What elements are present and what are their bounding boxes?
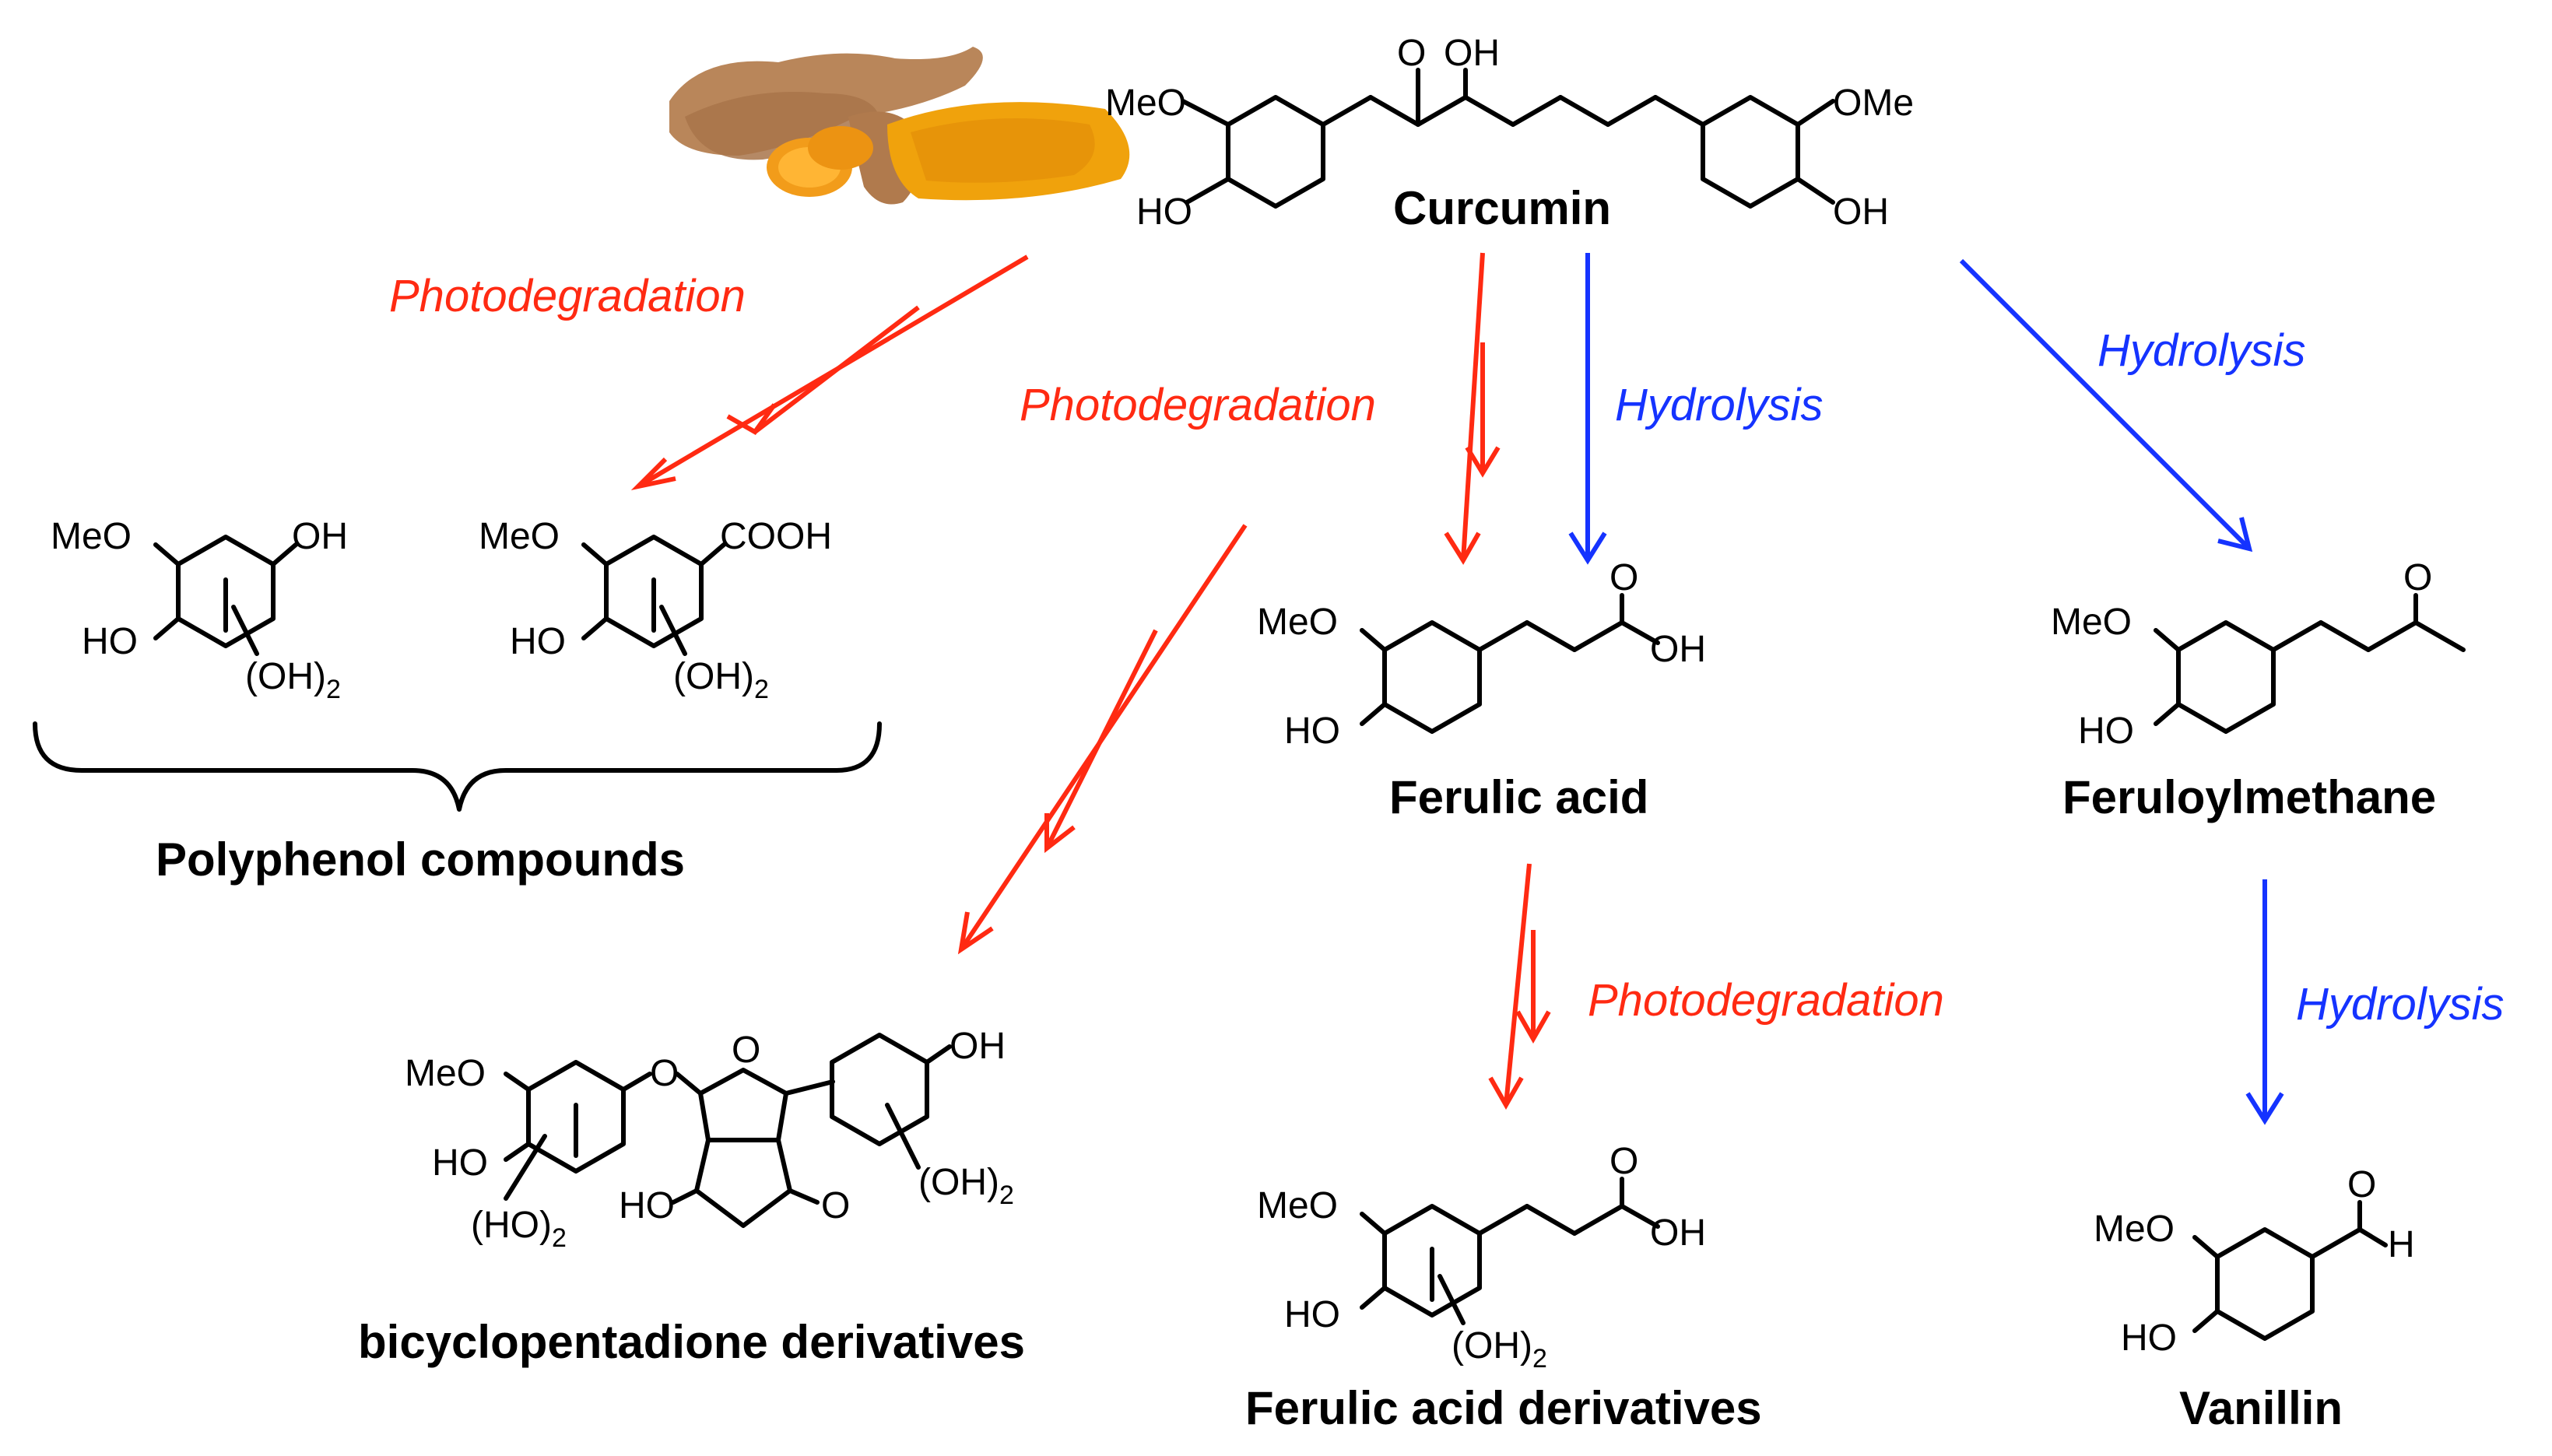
feruloylmethane-name: Feruloylmethane (2062, 771, 2436, 823)
polyphenol-group-name: Polyphenol compounds (156, 833, 685, 886)
label-hydrolysis-3: Hydrolysis (2296, 979, 2505, 1030)
polyphenol-a-ho: HO (82, 621, 138, 662)
polyphenol-brace (33, 721, 882, 812)
curcumin-meo: MeO (1105, 82, 1186, 124)
ferulic-acid-structure: MeO HO O OH Ferulic acid (1257, 557, 1706, 823)
turmeric-root-and-powder-icon (669, 47, 1130, 205)
arrow-to-ferulic-photo (1444, 252, 1501, 565)
polyphenol-b-sub: (OH)2 (673, 656, 769, 704)
label-hydrolysis-2: Hydrolysis (2097, 325, 2306, 376)
label-photodegradation-2: Photodegradation (1020, 380, 1376, 430)
polyphenol-b-structure: MeO COOH HO (OH)2 (479, 516, 832, 704)
ferulic-deriv-oh: OH (1650, 1212, 1706, 1254)
bicyclo-o-keto: O (821, 1185, 850, 1226)
ferulic-oh: OH (1650, 629, 1706, 670)
vanillin-structure: MeO HO O H Vanillin (2094, 1164, 2415, 1434)
curcumin-name: Curcumin (1393, 182, 1611, 234)
ferulic-deriv-ho: HO (1284, 1294, 1340, 1335)
polyphenol-b-meo: MeO (479, 516, 560, 557)
curcumin-ho: HO (1136, 191, 1192, 233)
polyphenol-a-sub: (OH)2 (245, 656, 341, 704)
polyphenol-a-structure: MeO OH HO (OH)2 (51, 516, 348, 704)
arrow-to-ferulic-hydro (1568, 253, 1607, 565)
arrow-to-feruloylmethane (1959, 258, 2253, 553)
ferulic-meo: MeO (1257, 602, 1338, 643)
bicyclopentadione-structure: MeO HO (HO)2 O O OH (OH)2 HO O bicyclope… (358, 1026, 1025, 1368)
ferulic-ho: HO (1284, 710, 1340, 752)
bicyclo-o-ring: O (732, 1030, 760, 1071)
feruloylmethane-o: O (2403, 557, 2432, 598)
bicyclo-ho: HO (432, 1142, 488, 1184)
label-hydrolysis-1: Hydrolysis (1615, 380, 1824, 430)
curcumin-structure: MeO HO O OH OMe OH Curcumin (1105, 33, 1914, 234)
arrow-to-bicyclo (957, 524, 1248, 955)
bicyclo-o-link: O (650, 1053, 679, 1094)
polyphenol-b-cooh: COOH (720, 516, 832, 557)
ferulic-o: O (1609, 557, 1638, 598)
polyphenol-a-oh: OH (292, 516, 348, 557)
vanillin-ho: HO (2121, 1317, 2177, 1359)
arrow-to-vanillin (2245, 879, 2284, 1125)
feruloylmethane-meo: MeO (2051, 602, 2132, 643)
bicyclo-meo: MeO (405, 1053, 486, 1094)
vanillin-name: Vanillin (2179, 1382, 2343, 1434)
feruloylmethane-structure: MeO HO O Feruloylmethane (2051, 557, 2466, 823)
ferulic-deriv-structure: MeO HO O OH (OH)2 Ferulic acid derivativ… (1245, 1141, 1762, 1434)
ferulic-deriv-meo: MeO (1257, 1185, 1338, 1226)
bicyclo-sub-ho: (HO)2 (471, 1205, 567, 1253)
feruloylmethane-ho: HO (2078, 710, 2134, 752)
polyphenol-b-ho: HO (510, 621, 566, 662)
bicyclo-name: bicyclopentadione derivatives (358, 1316, 1025, 1368)
ferulic-deriv-sub: (OH)2 (1452, 1325, 1547, 1374)
bicyclo-ho-ring: HO (619, 1185, 675, 1226)
bicyclo-sub-oh: (OH)2 (918, 1162, 1014, 1210)
polyphenol-a-meo: MeO (51, 516, 132, 557)
curcumin-enol-oh: OH (1444, 33, 1500, 74)
bicyclo-oh-top: OH (950, 1026, 1006, 1067)
ferulic-deriv-name: Ferulic acid derivatives (1245, 1382, 1762, 1434)
ferulic-deriv-o: O (1609, 1141, 1638, 1182)
curcumin-ome: OMe (1833, 82, 1914, 124)
curcumin-keto-o: O (1397, 33, 1426, 74)
vanillin-o: O (2347, 1164, 2376, 1205)
ferulic-name: Ferulic acid (1389, 771, 1648, 823)
label-photodegradation-1: Photodegradation (389, 271, 746, 321)
arrow-to-polyphenol (630, 254, 1029, 490)
curcumin-oh: OH (1833, 191, 1889, 233)
vanillin-meo: MeO (2094, 1209, 2175, 1250)
arrow-to-ferulic-deriv (1488, 863, 1551, 1110)
vanillin-h: H (2388, 1224, 2415, 1265)
label-photodegradation-3: Photodegradation (1588, 975, 1944, 1026)
